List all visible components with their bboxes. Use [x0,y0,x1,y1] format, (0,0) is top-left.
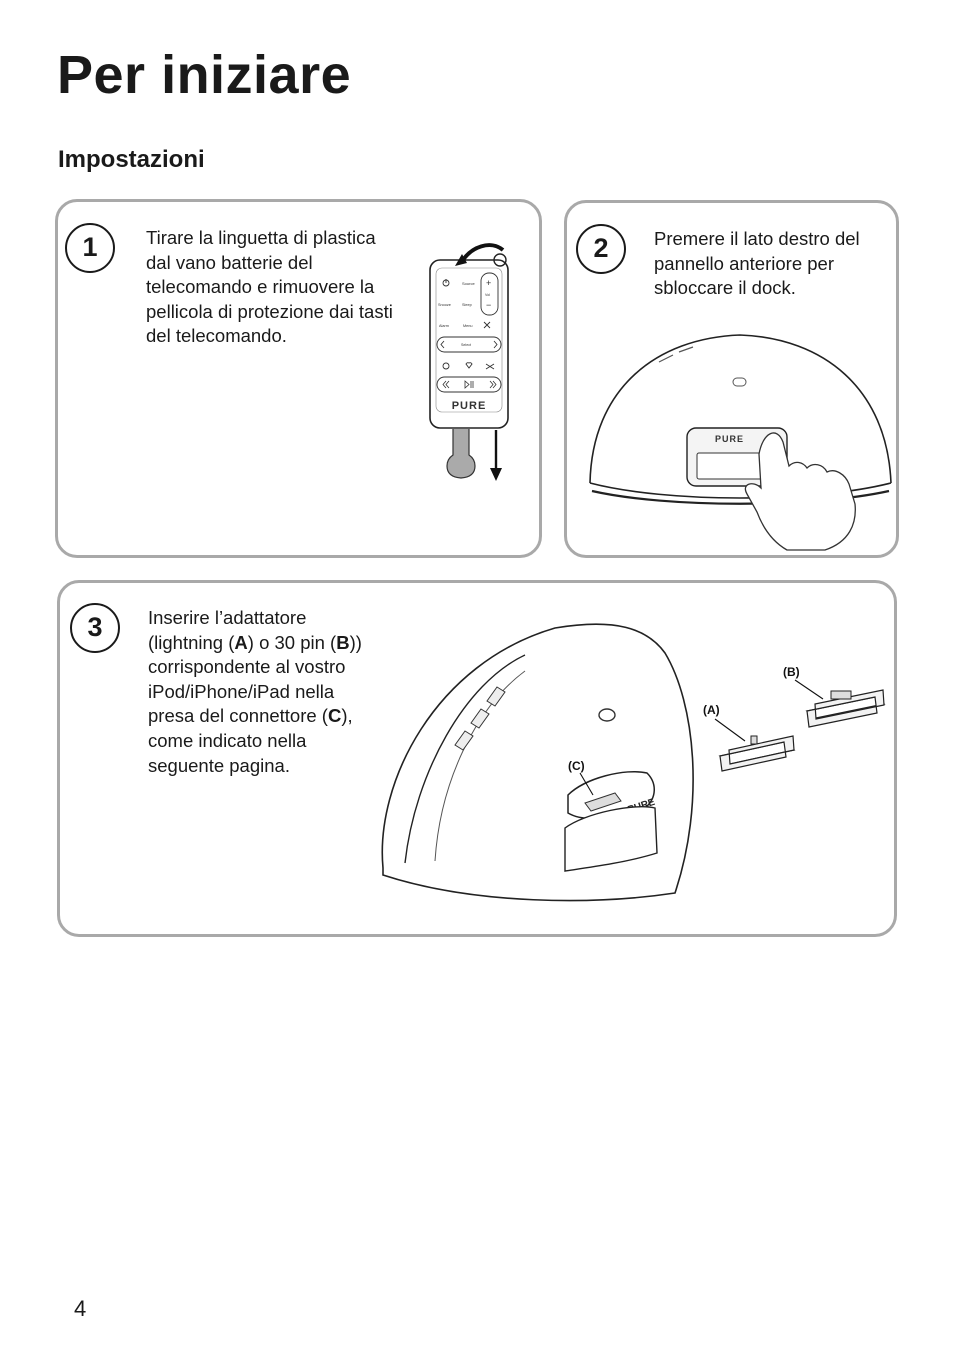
label-c: (C) [568,759,585,773]
step-3-number: 3 [70,603,120,653]
mute-icon [483,321,491,329]
svg-text:Sleep: Sleep [462,303,472,307]
repeat-icon [442,362,450,370]
step-2-panel: 2 Premere il lato destro del pannello an… [564,200,899,558]
remote-brand: PURE [452,400,487,412]
finger-press-icon [744,432,856,551]
remote-film [435,267,503,413]
heart-icon [465,362,473,369]
plastic-tab [446,429,476,479]
dock-side-dome [381,623,694,902]
svg-text:+: + [486,278,491,288]
shuffle-icon [485,363,495,370]
volume-rocker [480,272,499,316]
transport-pill [436,376,502,393]
step-1-number: 1 [65,223,115,273]
step-3-text: Inserire l’adattatore (lightning (A) o 3… [148,607,362,776]
dock-connector-illustration: PURE (C) (A) (B) [381,623,886,902]
remote-body [429,259,509,429]
step-1-text: Tirare la linguetta di plastica dal vano… [146,227,393,347]
step-1-panel: 1 Tirare la linguetta di plastica dal va… [55,199,542,558]
svg-text:−: − [486,300,491,310]
remote-source-label: Source [462,281,475,286]
dock-front-brand: PURE [715,434,744,444]
dock-dome [589,334,892,484]
remote-illustration: Source + Vol − Snooze Sleep Alarm Menu S… [429,243,509,481]
dock-side-buttons [454,686,506,751]
dock-side-sensor [598,708,616,722]
svg-text:Alarm: Alarm [439,324,449,328]
page-title: Per iniziare [57,45,352,105]
step-2-number: 2 [576,224,626,274]
svg-text:Snooze: Snooze [438,303,451,307]
step-2-text: Premere il lato destro del pannello ante… [654,228,860,299]
label-b: (B) [783,665,800,679]
play-pause-icon [464,380,474,389]
section-heading: Impostazioni [58,146,205,173]
dock-front-illustration: PURE [589,334,892,551]
select-pill [436,336,502,353]
label-a: (A) [703,703,720,717]
page-number: 4 [74,1296,87,1321]
dock-side-display [564,806,658,872]
svg-text:Menu: Menu [463,324,473,328]
svg-text:Vol: Vol [485,293,490,297]
dock-sensor [732,377,747,387]
step-3-panel: 3 Inserire l’adattatore (lightning (A) o… [57,580,897,937]
svg-text:Select: Select [461,343,471,347]
